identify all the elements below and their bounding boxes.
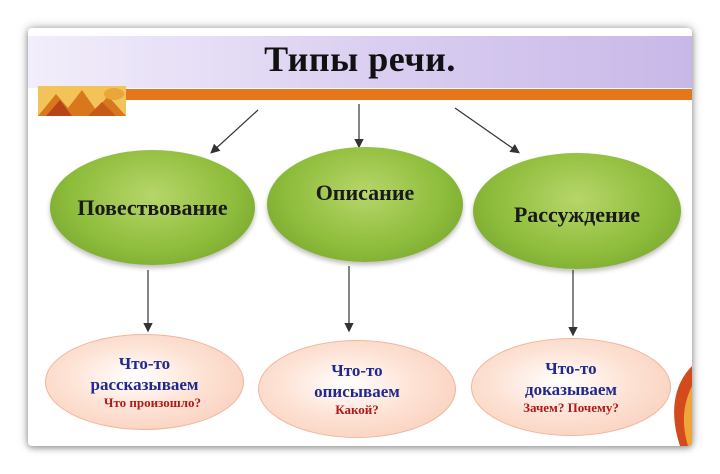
corner-leaf-decoration [674, 366, 692, 446]
arrow-to-reasoning [454, 107, 520, 154]
description-question: Какой? [335, 402, 379, 418]
page-title: Типы речи. [264, 39, 456, 79]
arrow-to-narration [210, 109, 259, 154]
reasoning-line1: Что-то [545, 358, 597, 378]
narration-line1: Что-то [118, 353, 171, 373]
title-band [28, 36, 692, 88]
type-description-ellipse: Описание [267, 147, 463, 262]
orange-divider-bar [108, 89, 692, 100]
type-reasoning-label: Рассуждение [513, 202, 641, 227]
type-narration-ellipse: Повествование [50, 150, 255, 265]
reasoning-question: Зачем? Почему? [523, 400, 619, 416]
narration-description-ellipse: Что-то рассказываем Что произошло? [45, 334, 244, 430]
narration-question: Что произошло? [103, 395, 202, 411]
type-description-label: Описание [315, 179, 415, 205]
description-line2: описываем [314, 381, 400, 401]
type-narration-label: Повествование [77, 194, 228, 220]
description-description-ellipse: Что-то описываем Какой? [258, 340, 456, 438]
type-reasoning-ellipse: Рассуждение [473, 153, 681, 269]
description-line1: Что-то [331, 360, 383, 380]
reasoning-description-ellipse: Что-то доказываем Зачем? Почему? [471, 338, 671, 436]
narration-line2: рассказываем [90, 374, 199, 394]
reasoning-line2: доказываем [524, 379, 618, 399]
autumn-leaves-decoration [38, 86, 126, 116]
